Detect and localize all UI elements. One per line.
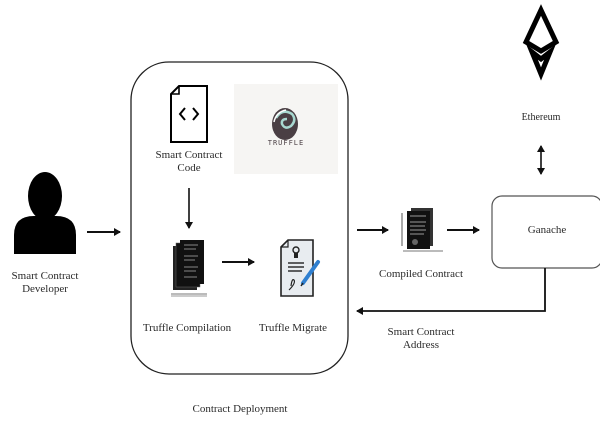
developer-label-line2: Developer: [22, 283, 68, 295]
truffle-logo: TRUFFLE: [234, 84, 338, 174]
truffle-logo-text: TRUFFLE: [267, 139, 305, 147]
code-file-icon: [170, 85, 208, 143]
ganache-label[interactable]: Ganache: [527, 224, 567, 236]
compiled-label: Compiled Contract: [378, 268, 463, 280]
arrow-ganache-to-deployment: [356, 268, 546, 315]
code-label-line1: Smart Contract: [155, 149, 223, 161]
ganache-node[interactable]: [491, 195, 600, 269]
code-label: Smart Contract Code: [149, 149, 229, 175]
developer-label-line1: Smart Contract: [11, 270, 79, 282]
address-label: Smart Contract Address: [376, 326, 466, 352]
code-label-line2: Code: [177, 162, 201, 174]
documents-stack-icon: [171, 240, 207, 297]
developer-label: Smart Contract Developer: [5, 270, 85, 296]
certificate-sign-icon: [280, 239, 320, 297]
compilation-label: Truffle Compilation: [142, 322, 232, 334]
user-icon: [14, 172, 76, 254]
compiled-document-icon: [401, 208, 443, 252]
contract-deployment-group: [130, 61, 349, 375]
group-label: Contract Deployment: [192, 403, 288, 415]
ethereum-icon: [522, 4, 560, 81]
address-label-line1: Smart Contract: [387, 326, 455, 338]
truffle-swirl-icon: [272, 108, 298, 140]
migrate-label: Truffle Migrate: [258, 322, 328, 334]
address-label-line2: Address: [402, 339, 440, 351]
ethereum-label: Ethereum: [521, 112, 561, 123]
